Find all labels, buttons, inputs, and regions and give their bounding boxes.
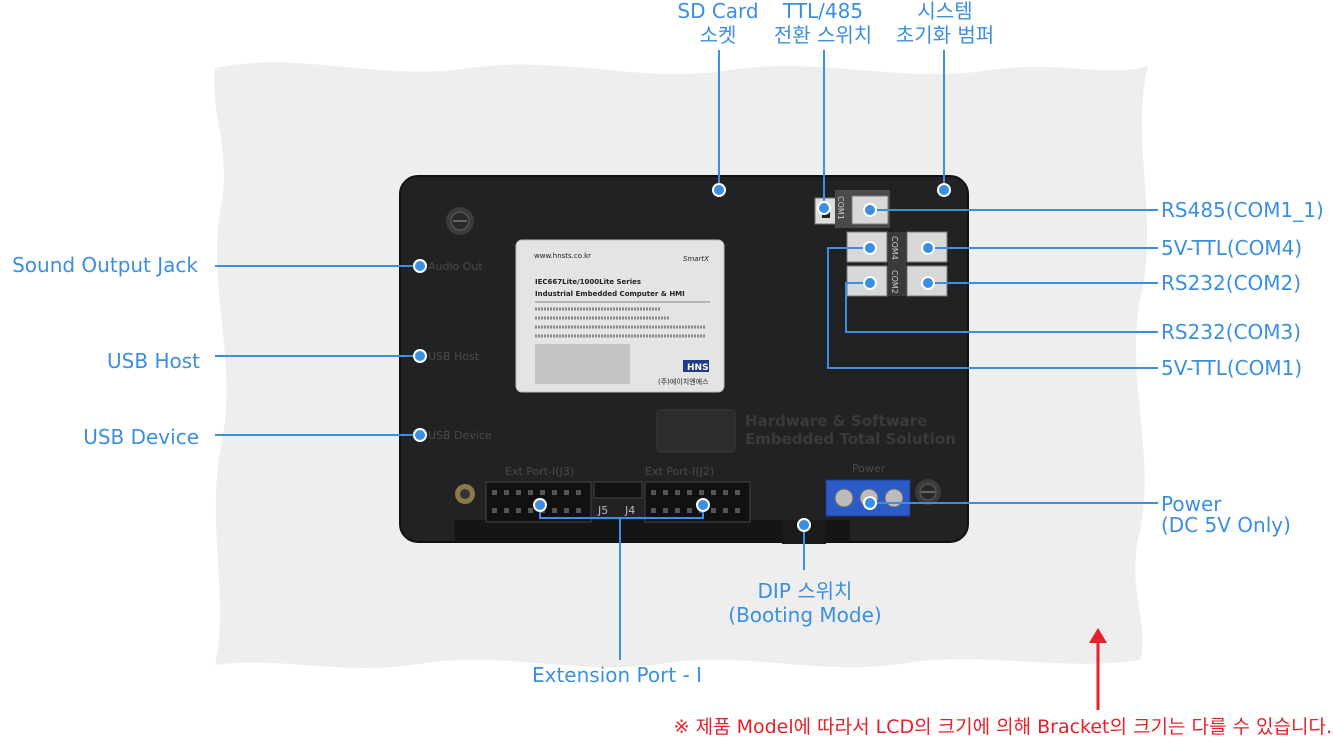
label-ttl-com1: 5V-TTL(COM1) [1161, 356, 1302, 380]
sticker-title2: Industrial Embedded Computer & HMI [535, 290, 685, 298]
silk-j4: J4 [624, 504, 635, 517]
sticker-title1: IEC667Lite/1000Lite Series [535, 278, 641, 286]
screw-icon [915, 479, 941, 505]
label-ttl-com4: 5V-TTL(COM4) [1161, 236, 1302, 260]
silk-usb-host: USB Host [428, 350, 480, 363]
product-sticker: www.hnsts.co.kr SmartX IEC667Lite/1000Li… [515, 239, 725, 393]
svg-text:초기화 범퍼: 초기화 범퍼 [896, 23, 994, 47]
label-rs232-com3: RS232(COM3) [1161, 320, 1301, 344]
slogan-line1: Hardware & Software [745, 412, 927, 430]
extension-ports: Ext Port-I(J3) Ext Port-I(J2) J5 J4 [485, 465, 751, 523]
sticker-url: www.hnsts.co.kr [534, 252, 591, 260]
leader-lines [215, 50, 1158, 660]
svg-text:시스템: 시스템 [917, 0, 972, 23]
label-ttl485-switch: TTL/485 전환 스위치 [774, 0, 872, 47]
screw-icon [446, 207, 474, 235]
svg-text:소켓: 소켓 [700, 23, 737, 47]
jack-icon [455, 484, 475, 504]
slogan: Hardware & Software Embedded Total Solut… [656, 409, 956, 453]
label-usb-host: USB Host [107, 349, 200, 373]
svg-text:(Booting Mode): (Booting Mode) [728, 603, 881, 627]
silk-power: Power [852, 462, 886, 475]
label-sd-card: SD Card 소켓 [677, 0, 758, 47]
silk-ext1: Ext Port-I(J3) [505, 465, 574, 478]
svg-text:(DC 5V Only): (DC 5V Only) [1161, 513, 1291, 537]
label-power: Power (DC 5V Only) [1161, 492, 1291, 537]
svg-text:전환 스위치: 전환 스위치 [774, 23, 872, 47]
label-rs485-com1-1: RS485(COM1_1) [1161, 198, 1324, 222]
label-rs232-com2: RS232(COM2) [1161, 271, 1301, 295]
label-system-init: 시스템 초기화 범퍼 [896, 0, 994, 47]
silk-com2: COM2 [890, 270, 899, 294]
silk-usb-device: USB Device [428, 429, 492, 442]
silk-ext2: Ext Port-I(J2) [645, 465, 714, 478]
footnote: ※ 제품 Model에 따라서 LCD의 크기에 의해 Bracket의 크기는… [674, 716, 1332, 738]
silk-com1: COM1 [836, 196, 845, 220]
sticker-smartx: SmartX [683, 255, 709, 263]
silk-j5: J5 [597, 504, 608, 517]
arrow-up-icon [1089, 628, 1107, 710]
silk-com4: COM4 [890, 236, 899, 260]
label-usb-device: USB Device [83, 425, 199, 449]
label-extension-port: Extension Port - I [532, 663, 702, 687]
sticker-company: (주)에이치엔에스 [658, 377, 709, 386]
label-dip-switch: DIP 스위치 (Booting Mode) [728, 579, 881, 627]
label-sound-output: Sound Output Jack [12, 253, 198, 277]
slogan-line2: Embedded Total Solution [745, 430, 956, 448]
sticker-brand: HNS [687, 363, 709, 373]
svg-text:DIP 스위치: DIP 스위치 [758, 579, 853, 603]
svg-text:SD Card: SD Card [677, 0, 758, 23]
leader-dots [413, 183, 951, 532]
svg-text:Power: Power [1161, 492, 1222, 516]
silk-audio-out: Audio Out [428, 260, 483, 273]
svg-text:TTL/485: TTL/485 [782, 0, 863, 23]
